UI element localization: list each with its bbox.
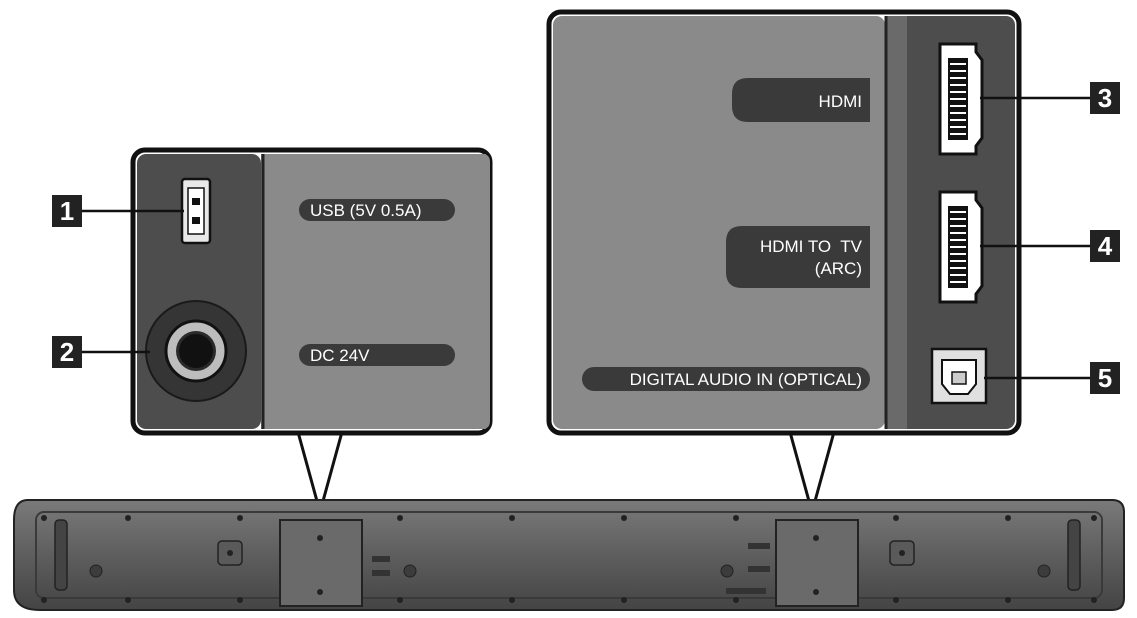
callout-5: 5 (1090, 362, 1120, 394)
left-zoom-panel: USB (5V 0.5A) DC 24V (130, 147, 493, 518)
callout-number: 4 (1098, 231, 1113, 261)
optical-label: DIGITAL AUDIO IN (OPTICAL) (630, 370, 862, 389)
hdmi-arc-port-icon (938, 190, 984, 304)
callout-number: 2 (60, 337, 74, 367)
callout-number: 3 (1098, 83, 1112, 113)
usb-port-icon (180, 177, 212, 245)
usb-label-pill: USB (5V 0.5A) (299, 199, 455, 221)
optical-label-pill: DIGITAL AUDIO IN (OPTICAL) (582, 367, 870, 391)
optical-port-icon (930, 347, 988, 405)
hdmi-port-icon (938, 42, 984, 156)
callouts: 1 2 3 4 5 (52, 82, 1120, 394)
callout-1: 1 (52, 195, 82, 227)
usb-label: USB (5V 0.5A) (310, 201, 422, 220)
callout-2: 2 (52, 336, 82, 368)
callout-number: 1 (60, 196, 74, 226)
callout-3: 3 (1090, 82, 1120, 114)
hdmi-tv-arc-label-pill: HDMI TO TV (ARC) (726, 226, 870, 288)
callout-number: 5 (1098, 363, 1112, 393)
right-zoom-panel: HDMI HDMI TO TV (ARC) DIGITAL AUDIO IN (… (546, 9, 1022, 518)
callout-4: 4 (1090, 230, 1120, 262)
soundbar-body (13, 499, 1125, 611)
hdmi-tv-label: HDMI TO TV (760, 237, 863, 256)
dc-jack-icon (145, 300, 247, 402)
hdmi-label-pill: HDMI (732, 78, 870, 122)
hdmi-label: HDMI (819, 92, 862, 111)
dc-label: DC 24V (310, 346, 370, 365)
hdmi-arc-label: (ARC) (815, 259, 862, 278)
dc-label-pill: DC 24V (299, 344, 455, 366)
